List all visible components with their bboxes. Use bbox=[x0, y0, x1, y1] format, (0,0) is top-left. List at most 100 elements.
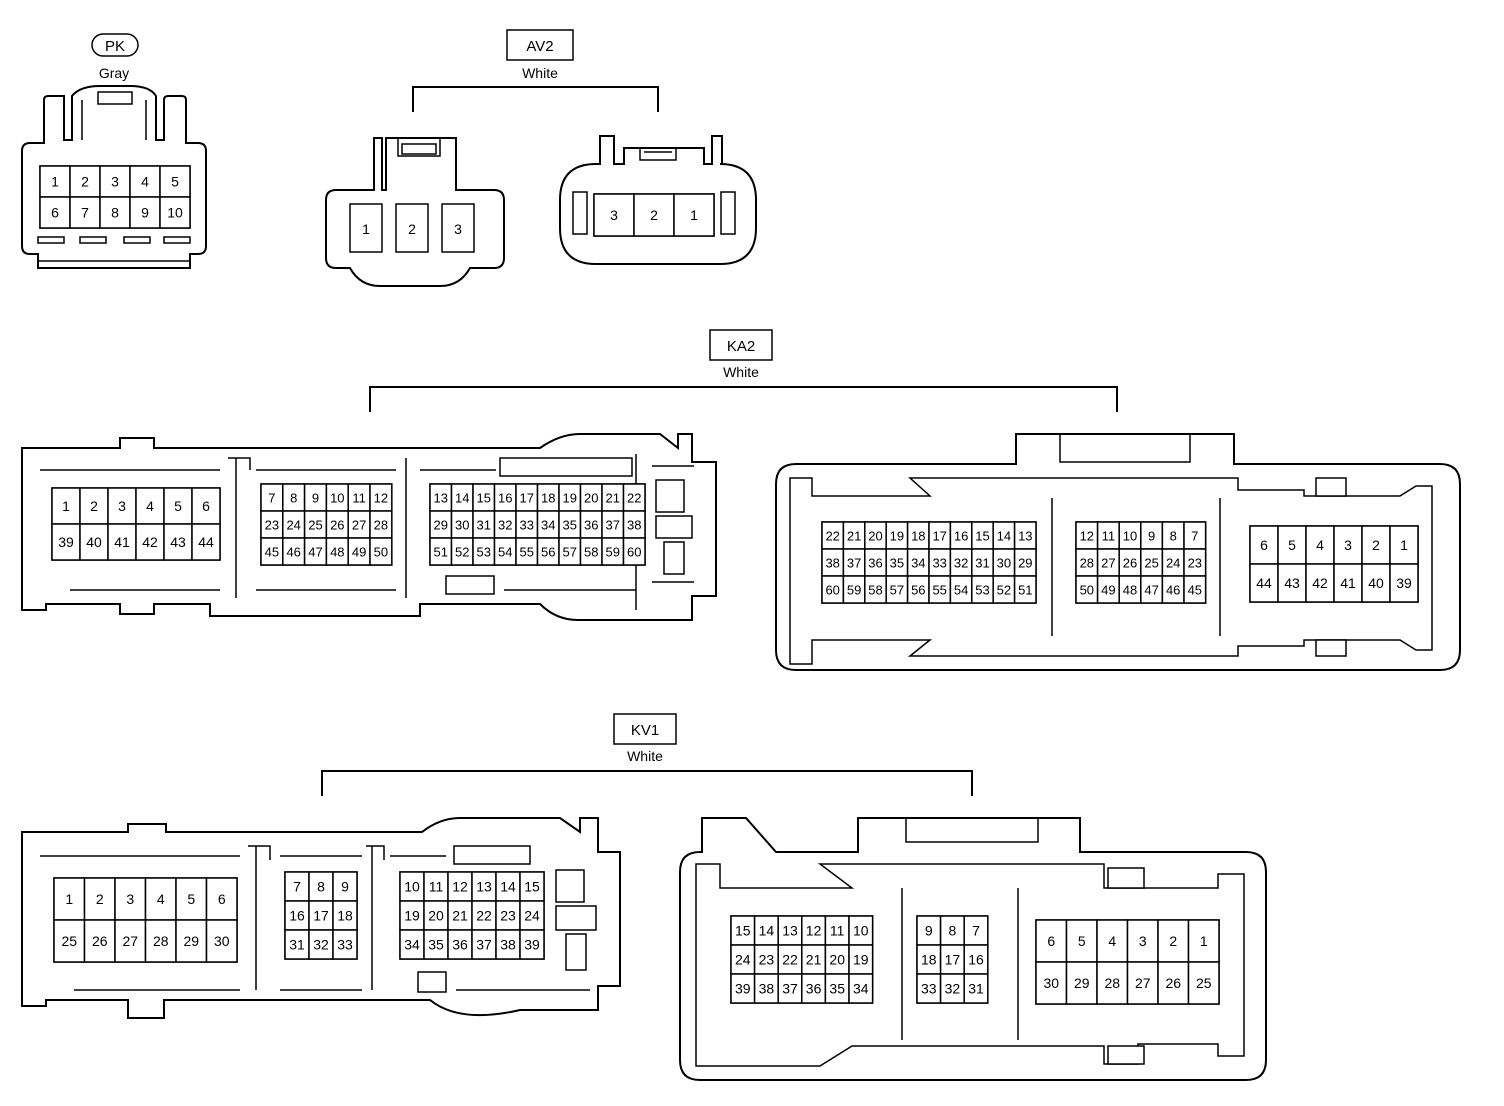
pin-number: 15 bbox=[735, 923, 751, 939]
pin-number: 50 bbox=[1080, 583, 1094, 598]
pin-number: 5 bbox=[1078, 933, 1086, 949]
pin-number: 8 bbox=[317, 879, 325, 895]
pin-number: 36 bbox=[584, 518, 598, 533]
pin-number: 6 bbox=[1047, 933, 1055, 949]
pin-number: 39 bbox=[735, 981, 751, 997]
pin-number: 13 bbox=[1018, 529, 1032, 544]
pin-number: 38 bbox=[500, 937, 516, 953]
pin-number: 8 bbox=[1170, 529, 1177, 544]
pin-cell bbox=[332, 929, 358, 960]
pin-number: 5 bbox=[174, 498, 182, 514]
pin-cell bbox=[159, 165, 191, 198]
pin-cell bbox=[519, 929, 545, 960]
pin-number: 3 bbox=[111, 174, 119, 190]
connector-pk-code: PK bbox=[105, 38, 125, 55]
pin-number: 48 bbox=[1123, 583, 1137, 598]
pin-number: 8 bbox=[949, 923, 957, 939]
pin-number: 11 bbox=[429, 879, 444, 895]
pin-number: 46 bbox=[1166, 583, 1180, 598]
pin-number: 4 bbox=[141, 174, 149, 190]
pin-number: 38 bbox=[759, 981, 775, 997]
pin-number: 19 bbox=[404, 908, 420, 924]
pin-number: 47 bbox=[308, 545, 322, 560]
pin-number: 36 bbox=[868, 556, 882, 571]
pin-cell bbox=[1035, 961, 1068, 1005]
pin-number: 23 bbox=[1188, 556, 1202, 571]
pin-number: 2 bbox=[90, 498, 98, 514]
pin-number: 16 bbox=[498, 491, 512, 506]
pin-number: 49 bbox=[352, 545, 366, 560]
connector-ka2-bracket bbox=[369, 386, 1118, 412]
pin-cell bbox=[622, 537, 646, 566]
pin-number: 14 bbox=[759, 923, 775, 939]
pin-number: 1 bbox=[62, 498, 70, 514]
pin-cell bbox=[1389, 563, 1419, 603]
pin-cell bbox=[39, 196, 71, 229]
pin-number: 32 bbox=[945, 981, 961, 997]
pin-number: 17 bbox=[932, 529, 946, 544]
pin-number: 19 bbox=[853, 952, 869, 968]
pin-number: 57 bbox=[563, 545, 577, 560]
pin-number: 7 bbox=[972, 923, 980, 939]
pin-number: 40 bbox=[86, 534, 102, 550]
pin-number: 10 bbox=[1123, 529, 1137, 544]
pin-number: 2 bbox=[1372, 537, 1380, 553]
pin-number: 16 bbox=[954, 529, 968, 544]
pin-number: 10 bbox=[330, 491, 344, 506]
pin-cell bbox=[163, 523, 193, 561]
pin-number: 12 bbox=[452, 879, 468, 895]
pin-number: 11 bbox=[352, 491, 366, 506]
pin-number: 29 bbox=[434, 518, 448, 533]
pin-number: 24 bbox=[286, 518, 300, 533]
pin-cell bbox=[1096, 919, 1129, 963]
pin-number: 23 bbox=[265, 518, 279, 533]
pin-number: 51 bbox=[434, 545, 448, 560]
pin-cell bbox=[1187, 919, 1220, 963]
pin-number: 35 bbox=[829, 981, 845, 997]
pin-number: 21 bbox=[847, 529, 861, 544]
pin-number: 52 bbox=[455, 545, 469, 560]
pin-cell bbox=[1389, 525, 1419, 565]
pin-number: 39 bbox=[1396, 575, 1412, 591]
pin-number: 23 bbox=[500, 908, 516, 924]
pin-number: 4 bbox=[1108, 933, 1116, 949]
pin-number: 36 bbox=[806, 981, 822, 997]
connector-av2-label-box bbox=[506, 29, 574, 61]
pin-cell bbox=[1013, 575, 1037, 604]
connector-kv1-color: White bbox=[627, 748, 663, 764]
pin-number: 33 bbox=[921, 981, 937, 997]
connector-pk-color: Gray bbox=[99, 65, 129, 81]
pin-cell bbox=[673, 193, 715, 237]
pin-number: 20 bbox=[868, 529, 882, 544]
pin-number: 12 bbox=[1080, 529, 1094, 544]
pin-number: 27 bbox=[1101, 556, 1115, 571]
pin-number: 35 bbox=[563, 518, 577, 533]
pin-number: 42 bbox=[142, 534, 158, 550]
pin-number: 8 bbox=[111, 205, 119, 221]
pin-cell bbox=[1065, 919, 1098, 963]
pin-cell bbox=[1065, 961, 1098, 1005]
pin-cell bbox=[1035, 919, 1068, 963]
pin-cell bbox=[471, 900, 497, 931]
pin-cell bbox=[1333, 525, 1363, 565]
pin-number: 19 bbox=[563, 491, 577, 506]
pin-number: 5 bbox=[1288, 537, 1296, 553]
pin-number: 22 bbox=[627, 491, 641, 506]
pin-cell bbox=[144, 877, 177, 921]
pin-number: 9 bbox=[312, 491, 319, 506]
pin-number: 6 bbox=[1260, 537, 1268, 553]
pin-cell bbox=[191, 487, 221, 525]
pin-cell bbox=[53, 877, 86, 921]
pin-cell bbox=[175, 919, 208, 963]
pin-number: 28 bbox=[153, 933, 169, 949]
pin-number: 37 bbox=[847, 556, 861, 571]
connector-kv1-bracket bbox=[321, 770, 973, 796]
pin-number: 13 bbox=[434, 491, 448, 506]
pin-number: 24 bbox=[1166, 556, 1180, 571]
pin-number: 9 bbox=[1148, 529, 1155, 544]
pin-number: 9 bbox=[925, 923, 933, 939]
pin-number: 31 bbox=[477, 518, 491, 533]
pin-cell bbox=[519, 871, 545, 902]
